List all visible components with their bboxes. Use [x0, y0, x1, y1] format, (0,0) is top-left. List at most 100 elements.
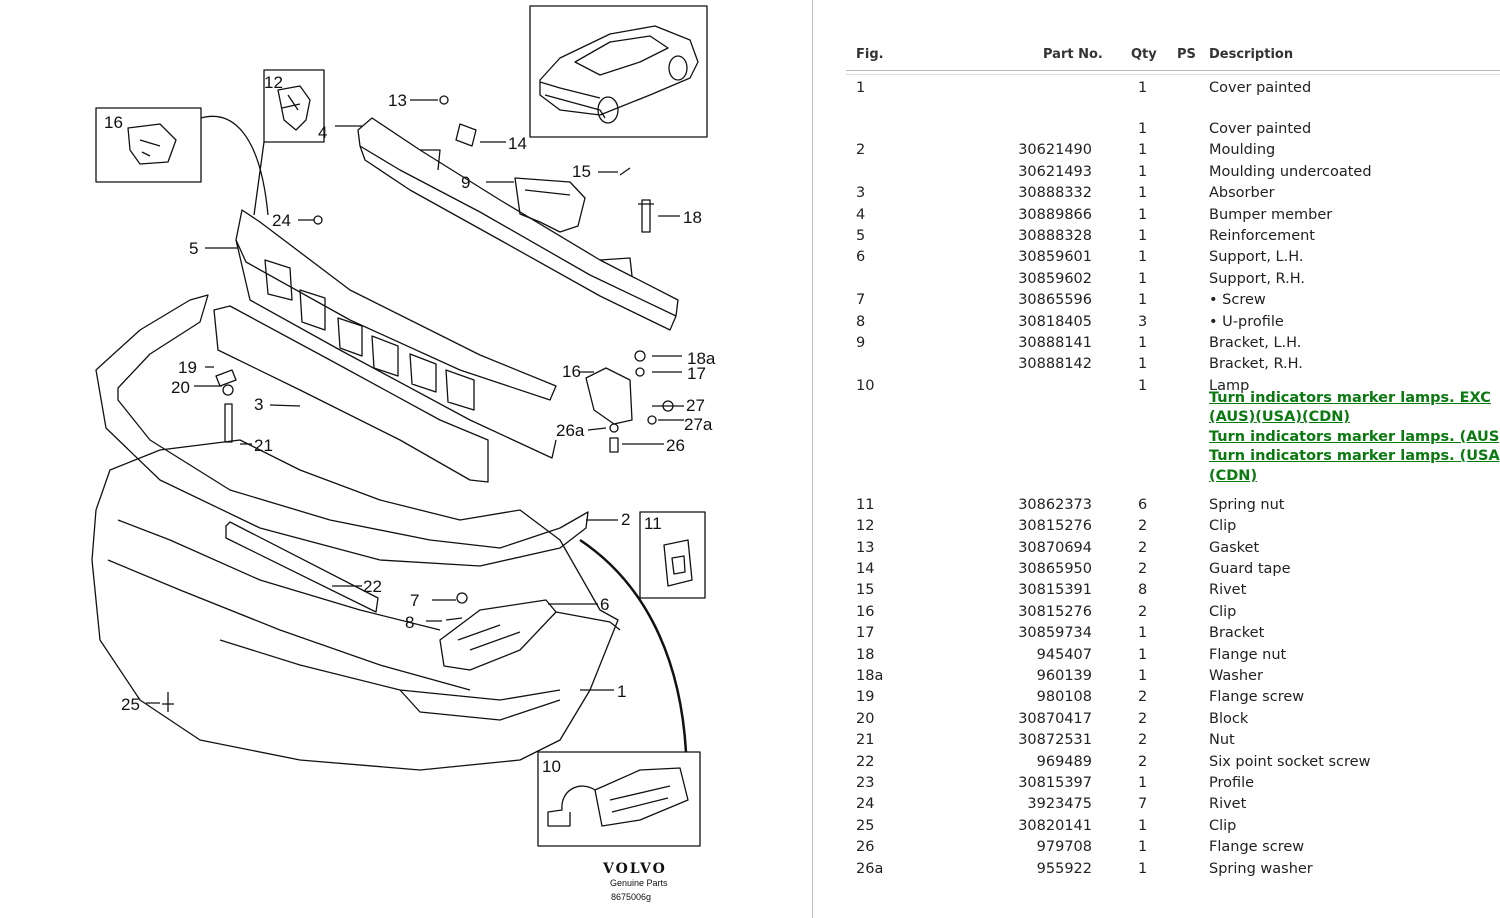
lamp-variant-link[interactable]: (CDN) — [1209, 467, 1258, 484]
qty-cell: 1 — [1138, 668, 1148, 684]
qty-cell: 2 — [1138, 518, 1148, 535]
part-number-cell: 960139 — [1036, 668, 1092, 684]
callout-26a: 26a — [556, 421, 585, 440]
callout-21: 20 — [171, 378, 190, 397]
qty-cell: 1 — [1138, 646, 1148, 663]
part-number-cell: 30621490 — [1018, 142, 1092, 159]
part-number-cell: 30888142 — [1018, 356, 1092, 373]
part-number-cell: 980108 — [1036, 689, 1092, 706]
fig-cell: 6 — [856, 249, 866, 266]
part-number-cell: 3923475 — [1027, 796, 1092, 813]
qty-cell: 2 — [1138, 689, 1148, 706]
description-cell: Block — [1209, 710, 1249, 727]
fig-cell: 2 — [856, 142, 866, 159]
part-number-cell: 30865950 — [1018, 561, 1092, 577]
description-cell: Lamp — [1209, 377, 1250, 394]
qty-cell: 6 — [1138, 496, 1148, 513]
description-cell: Flange nut — [1209, 646, 1287, 663]
qty-cell: 1 — [1138, 356, 1148, 373]
inset-box-12 — [263, 69, 325, 143]
description-cell: Absorber — [1209, 185, 1275, 202]
fig-cell: 21 — [856, 732, 875, 749]
fig-cell: 3 — [856, 185, 866, 202]
callout-9: 9 — [461, 173, 470, 192]
description-cell: Washer — [1209, 668, 1263, 684]
description-cell: Flange screw — [1209, 839, 1305, 856]
qty-cell: 1 — [1138, 335, 1148, 351]
part-number-cell: 30815276 — [1018, 518, 1092, 535]
description-cell: Support, L.H. — [1209, 249, 1304, 266]
fig-cell: 26a — [856, 860, 884, 877]
part-number-cell: 30621493 — [1018, 163, 1092, 180]
fig-cell: 12 — [856, 518, 875, 535]
fig-cell: 9 — [856, 335, 866, 351]
part-number-cell: 30859734 — [1018, 625, 1092, 642]
callout-5: 5 — [189, 239, 198, 258]
qty-cell: 1 — [1138, 121, 1148, 137]
fig-cell: 8 — [856, 313, 866, 330]
lamp-variant-link[interactable]: (AUS)(USA)(CDN) — [1209, 409, 1351, 426]
lamp-variant-link[interactable]: Turn indicators marker lamps. (AUS) — [1209, 428, 1500, 445]
description-cell: Profile — [1209, 775, 1255, 791]
fig-cell: 18a — [856, 668, 884, 684]
callout-13: 13 — [388, 91, 407, 110]
part-number-cell: 30818405 — [1018, 313, 1092, 330]
header-qty: Qty — [1131, 47, 1157, 62]
qty-cell: 2 — [1138, 710, 1148, 727]
qty-cell: 1 — [1138, 163, 1148, 180]
fig-cell: 10 — [856, 377, 875, 394]
part-number-cell: 30865596 — [1018, 292, 1092, 309]
header-rule — [846, 70, 1500, 71]
part-number-cell: 30859602 — [1018, 270, 1092, 287]
exploded-parts-diagram: 12 4 16 13 14 15 9 18 24 5 18a 17 16 19 … — [91, 5, 716, 902]
qty-cell: 8 — [1138, 582, 1148, 599]
callout-23: 22 — [363, 577, 382, 596]
lamp-variant-links: Turn indicators marker lamps. EXC (AUS)(U… — [1209, 389, 1500, 487]
description-cell: Moulding undercoated — [1209, 163, 1372, 180]
lamp-variant-link[interactable]: Turn indicators marker lamps. EXC — [1209, 389, 1491, 406]
diagram-callouts: 12 4 16 13 14 15 9 18 24 5 18a 17 16 19 … — [104, 73, 716, 776]
volvo-logo-text: VOLVO — [602, 861, 667, 877]
callout-25: 25 — [121, 695, 140, 714]
part-number-cell: 30815397 — [1018, 775, 1092, 791]
qty-cell: 1 — [1138, 817, 1148, 834]
callout-14: 14 — [508, 134, 527, 153]
part-number-cell: 30888328 — [1018, 228, 1092, 244]
qty-cell: 2 — [1138, 539, 1148, 556]
callout-7: 7 — [410, 591, 419, 610]
part-number-cell: 30859601 — [1018, 249, 1092, 266]
description-cell: Rivet — [1209, 796, 1247, 813]
bumper-diagram-svg: 12 4 16 13 14 15 9 18 24 5 18a 17 16 19 … — [91, 5, 716, 902]
qty-cell: 1 — [1138, 625, 1148, 642]
fig-cell: 7 — [856, 292, 866, 309]
lamp-variant-link[interactable]: Turn indicators marker lamps. (USA) — [1209, 448, 1500, 465]
callout-10: 10 — [542, 757, 561, 776]
fig-cell: 16 — [856, 603, 875, 620]
description-cell: Rivet — [1209, 582, 1247, 599]
part-number-cell: 30872531 — [1018, 732, 1092, 749]
description-cell: Moulding — [1209, 142, 1276, 159]
description-cell: Bumper member — [1209, 206, 1333, 223]
description-cell: Bracket — [1209, 625, 1265, 642]
part-number-cell: 30820141 — [1018, 817, 1092, 834]
description-cell: Clip — [1209, 518, 1237, 535]
callout-3: 3 — [254, 395, 263, 414]
part-number-cell: 979708 — [1036, 839, 1092, 856]
callout-22: 21 — [254, 436, 273, 455]
qty-cell: 2 — [1138, 753, 1148, 770]
qty-cell: 2 — [1138, 603, 1148, 620]
callout-18a: 18a — [687, 349, 716, 368]
fig-cell: 23 — [856, 775, 875, 791]
description-cell: Guard tape — [1209, 561, 1291, 577]
qty-cell: 1 — [1138, 270, 1148, 287]
fig-cell: 22 — [856, 753, 875, 770]
callout-16: 16 — [104, 113, 123, 132]
qty-cell: 1 — [1138, 377, 1148, 394]
qty-cell: 1 — [1138, 775, 1148, 791]
car-overview-drawing — [539, 25, 699, 124]
fig-cell: 13 — [856, 539, 875, 556]
description-cell: Cover painted — [1209, 80, 1312, 96]
callout-24: 24 — [272, 211, 291, 230]
part-number-cell: 945407 — [1036, 646, 1092, 663]
